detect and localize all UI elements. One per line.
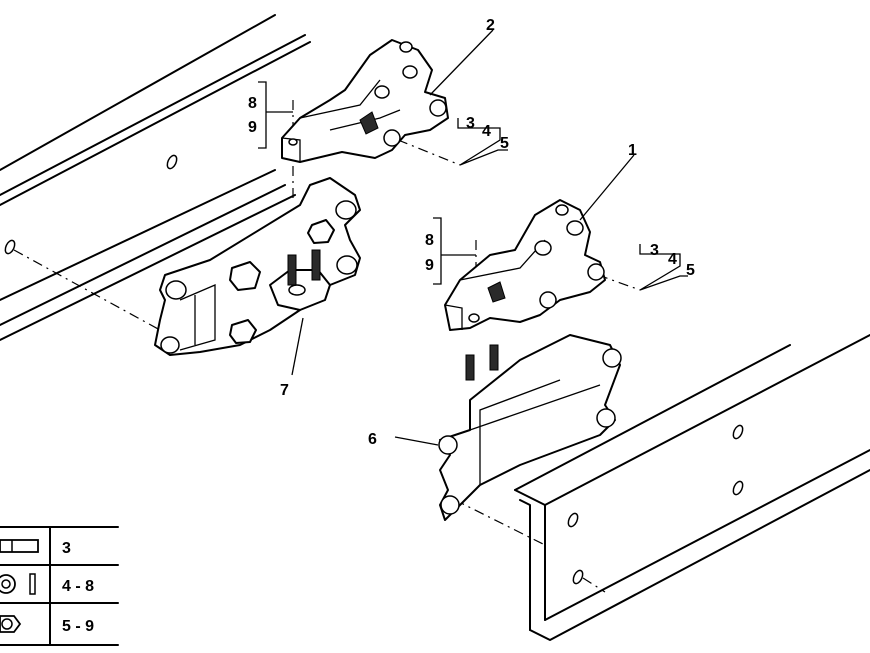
callout-3b: 3 <box>650 242 659 259</box>
bracket-part-2 <box>281 39 449 163</box>
legend-label-row-2: 4 - 8 <box>62 578 94 595</box>
washer-spring-icon <box>0 573 36 595</box>
bracket-part-1 <box>444 199 606 331</box>
mount-part-6 <box>438 334 622 521</box>
right-frame-rail <box>514 334 870 641</box>
bolt-icon <box>0 539 39 553</box>
legend-label-row-1: 3 <box>62 540 71 557</box>
callout-9b: 9 <box>425 257 434 274</box>
left-frame-rail <box>0 14 311 341</box>
callout-5a: 5 <box>500 135 509 152</box>
callout-8a: 8 <box>248 95 257 112</box>
callout-3a: 3 <box>466 115 475 132</box>
callout-2: 2 <box>486 17 495 34</box>
callout-6: 6 <box>368 431 377 448</box>
callout-4b: 4 <box>668 251 677 268</box>
fastener-legend: 3 4 - 8 5 - 9 <box>0 526 119 646</box>
legend-label-row-3: 5 - 9 <box>62 618 94 635</box>
callout-7: 7 <box>280 382 289 399</box>
nut-icon <box>0 615 22 633</box>
callout-9a: 9 <box>248 119 257 136</box>
callout-1: 1 <box>628 142 637 159</box>
callout-4a: 4 <box>482 123 491 140</box>
mount-part-7 <box>154 177 361 356</box>
callout-8b: 8 <box>425 232 434 249</box>
leader-lines <box>258 29 688 446</box>
callout-5b: 5 <box>686 262 695 279</box>
